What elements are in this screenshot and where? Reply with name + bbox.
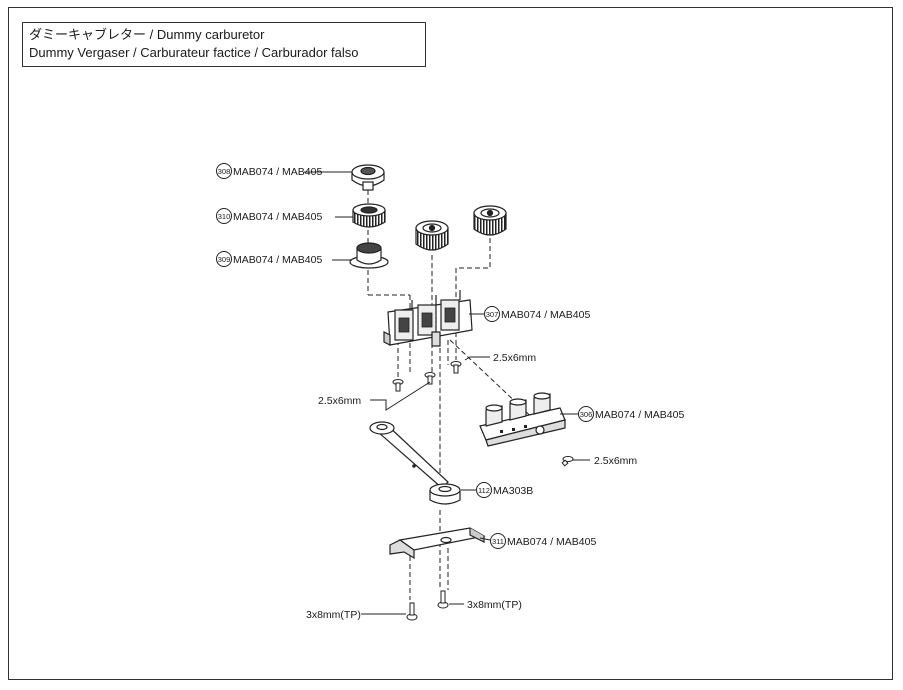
screw-icon-4 (561, 456, 574, 467)
svg-text:MAB074 / MAB405: MAB074 / MAB405 (595, 409, 684, 421)
svg-text:311: 311 (492, 537, 504, 546)
part-112-arm (369, 421, 461, 505)
screw-icon-2 (424, 372, 436, 385)
svg-text:MAB074 / MAB405: MAB074 / MAB405 (233, 254, 322, 266)
part-311-bracket (389, 527, 486, 560)
part-307-carburetor-body (383, 290, 473, 347)
part-310-knurled-ring (352, 203, 386, 228)
title-box: ダミーキャブレター / Dummy carburetor Dummy Verga… (22, 22, 426, 67)
svg-text:307: 307 (486, 310, 499, 319)
part-309-cap (349, 242, 389, 269)
diagram-frame (8, 7, 893, 680)
part-306-manifold (479, 392, 566, 447)
screw-icon-5 (406, 602, 418, 621)
svg-text:MAB074 / MAB405: MAB074 / MAB405 (233, 211, 322, 223)
svg-text:MAB074 / MAB405: MAB074 / MAB405 (507, 536, 596, 548)
part-large-knob-middle (415, 220, 449, 251)
svg-text:306: 306 (580, 410, 593, 419)
screw-label-1: 2.5x6mm (493, 352, 536, 364)
callout-307: 307 MAB074 / MAB405 (484, 306, 590, 322)
screw-label-3: 2.5x6mm (594, 455, 637, 467)
callout-308: 308 MAB074 / MAB405 (216, 163, 322, 179)
svg-text:309: 309 (218, 255, 231, 264)
svg-text:112: 112 (478, 486, 490, 495)
part-308-knob (351, 164, 385, 191)
callout-310: 310 MAB074 / MAB405 (216, 208, 322, 224)
part-large-knob-right (473, 205, 507, 236)
screw-label-4: 3x8mm(TP) (306, 609, 361, 621)
screw-icon-6 (437, 590, 449, 609)
title-line-multilingual: Dummy Vergaser / Carburateur factice / C… (29, 45, 359, 60)
screw-label-2: 2.5x6mm (318, 395, 361, 407)
title-line-japanese: ダミーキャブレター / Dummy carburetor (29, 27, 265, 42)
svg-text:310: 310 (218, 212, 231, 221)
screw-label-5: 3x8mm(TP) (467, 599, 522, 611)
screw-icon-1 (392, 379, 404, 392)
svg-text:MAB074 / MAB405: MAB074 / MAB405 (233, 166, 322, 178)
screw-icon-3 (450, 361, 462, 374)
callout-306: 306 MAB074 / MAB405 (578, 406, 684, 422)
leader-lines (304, 171, 590, 615)
svg-text:308: 308 (218, 167, 231, 176)
svg-text:MA303B: MA303B (493, 485, 533, 497)
screw-icons (392, 361, 574, 621)
svg-text:MAB074 / MAB405: MAB074 / MAB405 (501, 309, 590, 321)
callout-112: 112 MA303B (476, 482, 533, 498)
callout-309: 309 MAB074 / MAB405 (216, 251, 322, 267)
callout-311: 311 MAB074 / MAB405 (490, 533, 596, 549)
